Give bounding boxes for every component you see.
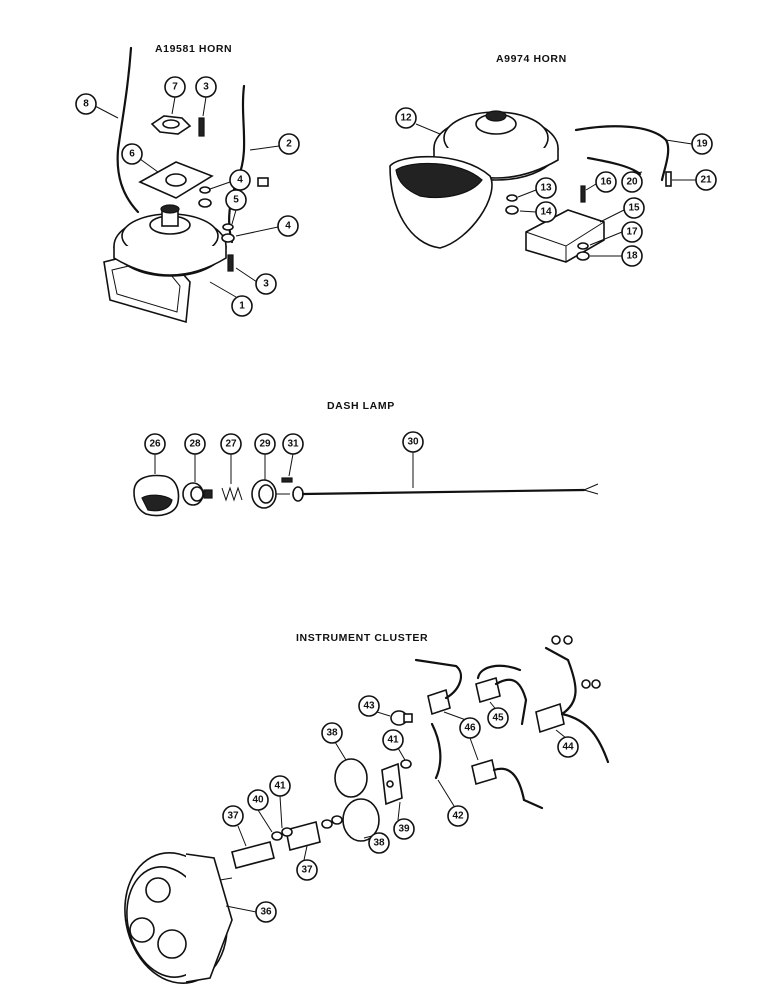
svg-text:2: 2 — [286, 139, 292, 150]
callout-41-upper: 41 — [382, 729, 406, 761]
title-instrument-cluster: INSTRUMENT CLUSTER — [296, 632, 428, 644]
svg-text:26: 26 — [149, 439, 161, 450]
callout-4-lower: 4 — [235, 215, 299, 237]
callout-39: 39 — [393, 801, 415, 840]
a9974-horn-drawing — [389, 110, 672, 263]
svg-text:29: 29 — [259, 439, 271, 450]
callout-16: 16 — [585, 171, 617, 193]
callout-26: 26 — [144, 433, 166, 474]
callout-42: 42 — [437, 779, 469, 827]
svg-text:6: 6 — [129, 149, 135, 160]
svg-text:8: 8 — [83, 99, 89, 110]
callout-17: 17 — [589, 221, 643, 246]
callout-29: 29 — [254, 433, 276, 480]
svg-text:16: 16 — [600, 177, 612, 188]
callout-1: 1 — [209, 281, 253, 317]
callout-41-lower: 41 — [269, 775, 291, 829]
callout-46: 46 — [443, 711, 481, 761]
dash-lamp-drawing — [133, 474, 599, 517]
svg-text:20: 20 — [626, 177, 638, 188]
callout-20: 20 — [621, 171, 643, 193]
callout-3-bottom: 3 — [235, 267, 277, 295]
svg-text:38: 38 — [326, 728, 338, 739]
callout-38-upper: 38 — [321, 722, 347, 761]
instrument-cluster-drawing — [124, 635, 610, 984]
svg-text:19: 19 — [696, 139, 708, 150]
callout-6: 6 — [121, 143, 159, 173]
svg-text:30: 30 — [407, 437, 419, 448]
svg-text:36: 36 — [260, 907, 272, 918]
callout-28: 28 — [184, 433, 206, 482]
svg-text:39: 39 — [398, 824, 410, 835]
svg-text:3: 3 — [203, 82, 209, 93]
svg-text:38: 38 — [373, 838, 385, 849]
svg-text:1: 1 — [239, 301, 245, 312]
svg-text:44: 44 — [562, 742, 574, 753]
callout-5: 5 — [225, 189, 247, 225]
svg-text:37: 37 — [227, 811, 239, 822]
title-dash-lamp: DASH LAMP — [327, 400, 395, 412]
callout-40: 40 — [247, 789, 273, 833]
svg-text:37: 37 — [301, 865, 313, 876]
callout-3-top: 3 — [195, 76, 217, 117]
callout-13: 13 — [517, 177, 557, 199]
svg-text:17: 17 — [626, 227, 638, 238]
callout-19: 19 — [665, 133, 713, 155]
callout-27: 27 — [220, 433, 242, 484]
svg-text:28: 28 — [189, 439, 201, 450]
callout-21: 21 — [672, 169, 717, 191]
a19581-horn-drawing — [103, 46, 269, 324]
callout-37-left: 37 — [222, 805, 247, 847]
title-a19581-horn: A19581 HORN — [155, 43, 232, 55]
svg-text:18: 18 — [626, 251, 638, 262]
svg-text:31: 31 — [287, 439, 299, 450]
svg-text:27: 27 — [225, 439, 237, 450]
svg-text:4: 4 — [285, 221, 291, 232]
svg-text:45: 45 — [492, 713, 504, 724]
svg-text:3: 3 — [263, 279, 269, 290]
svg-text:5: 5 — [233, 195, 239, 206]
svg-text:7: 7 — [172, 82, 178, 93]
callout-38-lower: 38 — [363, 832, 390, 854]
callout-12: 12 — [395, 107, 441, 135]
svg-text:41: 41 — [274, 781, 286, 792]
callout-31: 31 — [282, 433, 304, 477]
svg-text:43: 43 — [363, 701, 375, 712]
svg-text:42: 42 — [452, 811, 464, 822]
svg-text:13: 13 — [540, 183, 552, 194]
callout-4-upper: 4 — [209, 169, 251, 191]
callout-43: 43 — [358, 695, 391, 717]
svg-text:21: 21 — [700, 175, 712, 186]
callout-8: 8 — [75, 93, 119, 119]
callout-37-right: 37 — [296, 845, 318, 881]
callout-44: 44 — [555, 729, 579, 758]
callout-7: 7 — [164, 76, 186, 115]
callout-15: 15 — [599, 197, 645, 223]
title-a9974-horn: A9974 HORN — [496, 53, 567, 65]
callout-36: 36 — [225, 901, 277, 923]
svg-text:12: 12 — [400, 113, 412, 124]
svg-text:4: 4 — [237, 175, 243, 186]
callout-30: 30 — [402, 431, 424, 488]
callout-2: 2 — [249, 133, 300, 155]
svg-text:14: 14 — [540, 207, 552, 218]
svg-text:40: 40 — [252, 795, 264, 806]
callout-14: 14 — [519, 201, 557, 223]
svg-text:15: 15 — [628, 203, 640, 214]
callout-18: 18 — [590, 245, 643, 267]
callout-45: 45 — [487, 701, 509, 729]
svg-text:41: 41 — [387, 735, 399, 746]
svg-text:46: 46 — [464, 723, 476, 734]
